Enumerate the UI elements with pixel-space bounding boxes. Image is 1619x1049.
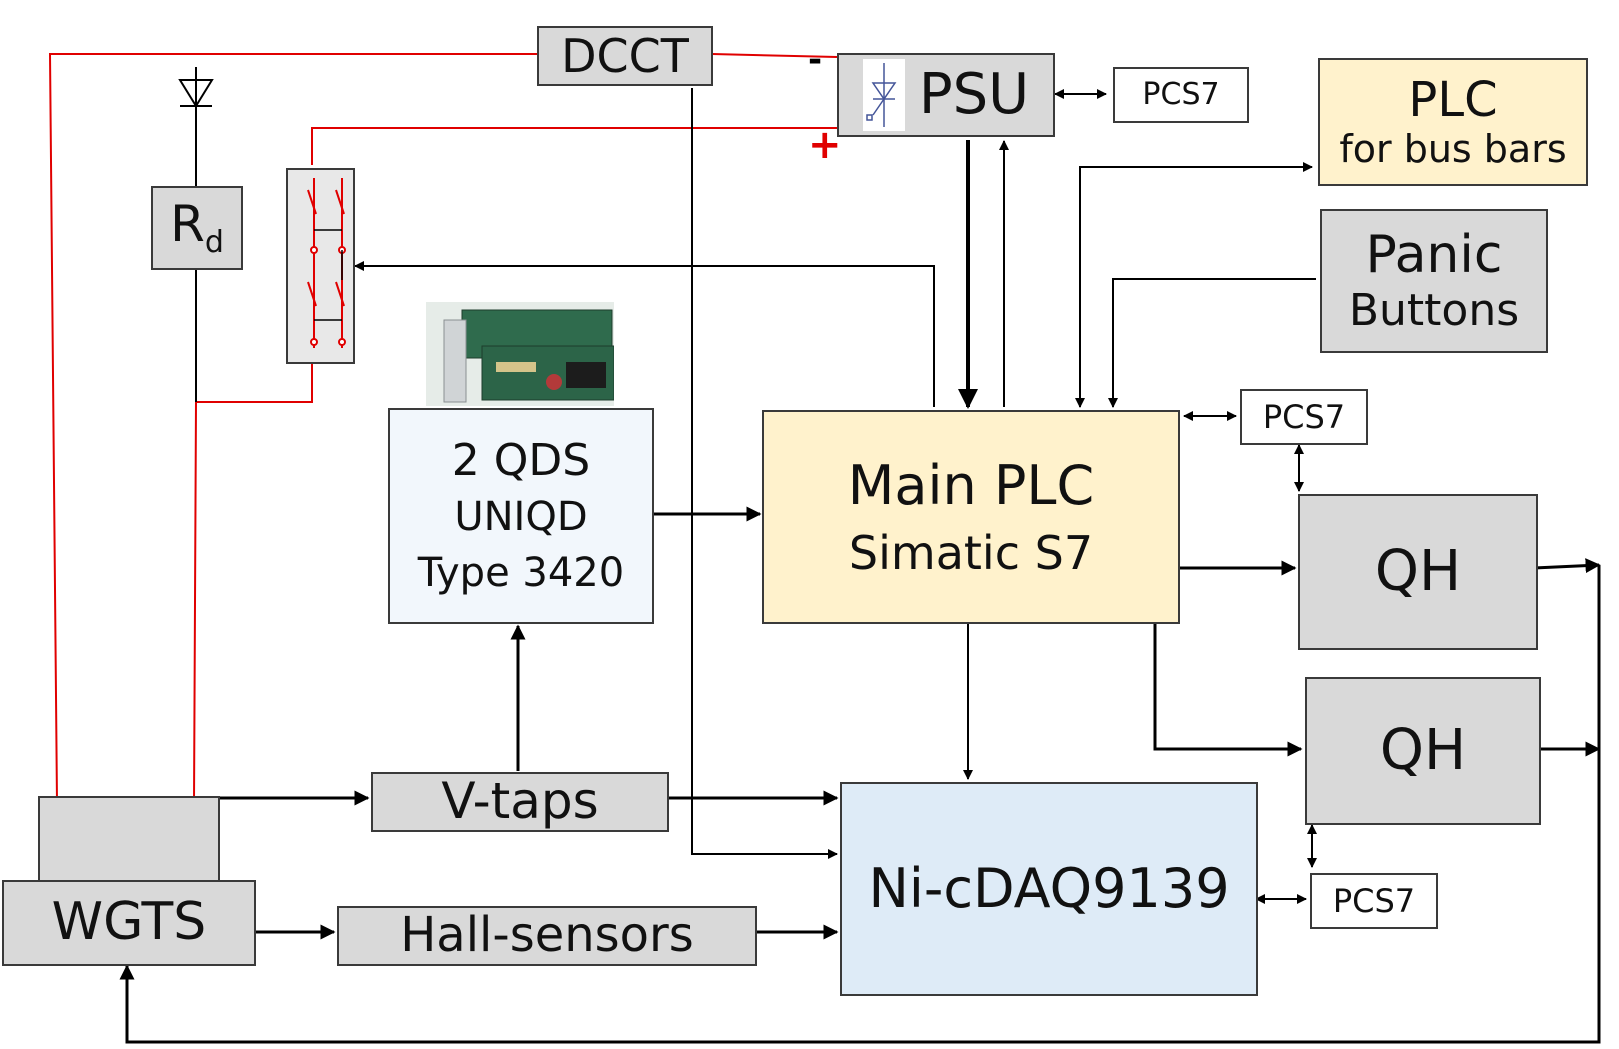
qds-model: UNIQD xyxy=(454,494,588,541)
plc-bus-bars-title: PLC xyxy=(1408,71,1498,128)
pcs7-daq-label: PCS7 xyxy=(1332,881,1416,920)
panic-buttons-block: Panic Buttons xyxy=(1320,209,1548,353)
hall-sensors-label: Hall-sensors xyxy=(400,907,694,964)
main-plc-block: Main PLC Simatic S7 xyxy=(762,410,1180,624)
vtaps-block: V-taps xyxy=(371,772,669,832)
vtaps-label: V-taps xyxy=(441,772,599,831)
dump-resistor-label: Rd xyxy=(170,194,224,261)
qds-device-image xyxy=(426,302,614,406)
wgts-label: WGTS xyxy=(51,892,207,953)
panic-subtitle: Buttons xyxy=(1348,284,1520,336)
thyristor-icon xyxy=(862,59,905,131)
psu-label: PSU xyxy=(918,61,1030,127)
main-plc-title: Main PLC xyxy=(847,453,1095,517)
dcct-to-daq-arrow xyxy=(691,88,838,859)
qds-type: Type 3420 xyxy=(417,550,625,597)
plc-to-switch-arrow xyxy=(354,261,935,407)
dump-resistor-subscript: d xyxy=(204,224,224,260)
dcct-label: DCCT xyxy=(561,28,689,83)
magnet-housing xyxy=(38,796,220,882)
dump-resistor-block: Rd xyxy=(151,186,243,270)
qds-block: 2 QDS UNIQD Type 3420 xyxy=(388,408,654,624)
hall-sensors-block: Hall-sensors xyxy=(337,906,757,966)
power-circuit-lines xyxy=(48,53,838,804)
pcs7-main-plc-block: PCS7 xyxy=(1240,389,1368,445)
pcs7-main-plc-label: PCS7 xyxy=(1262,397,1346,436)
main-plc-subtitle: Simatic S7 xyxy=(848,525,1094,580)
plc-to-qh-bottom-arrow xyxy=(1153,621,1303,757)
psu-block: PSU xyxy=(837,53,1055,137)
psu-plus-to-switch-line xyxy=(311,127,837,165)
dcct-to-magnet-line xyxy=(48,53,543,804)
qh-bottom-block: QH xyxy=(1305,677,1541,825)
plc-bus-bars-block: PLC for bus bars xyxy=(1318,58,1588,186)
dcct-block: DCCT xyxy=(537,26,713,86)
daq-label: Ni-cDAQ9139 xyxy=(868,856,1230,920)
switch-to-magnet-line xyxy=(193,357,313,804)
qh-bottom-label: QH xyxy=(1379,717,1467,783)
breaker-switch-panel xyxy=(286,168,355,364)
qds-title: 2 QDS xyxy=(451,434,591,486)
switch-icon xyxy=(307,178,346,348)
diode-icon xyxy=(178,79,214,108)
panic-title: Panic xyxy=(1365,224,1503,285)
daq-block: Ni-cDAQ9139 xyxy=(840,782,1258,996)
psu-minus-sign: - xyxy=(808,40,823,80)
qh-to-wgts-return-arrow xyxy=(119,565,1601,1044)
qh-top-label: QH xyxy=(1374,538,1462,604)
pcs7-daq-block: PCS7 xyxy=(1310,873,1438,929)
pcs7-psu-label: PCS7 xyxy=(1142,76,1220,112)
plc-bus-bars-subtitle: for bus bars xyxy=(1339,126,1567,171)
panic-to-plc-arrow xyxy=(1108,278,1316,408)
psu-plus-sign: + xyxy=(808,122,842,168)
dcct-to-psu-line xyxy=(711,53,838,58)
qh-top-output-arrow xyxy=(1533,558,1601,574)
dump-resistor-symbol: R xyxy=(170,194,205,253)
pcs7-psu-block: PCS7 xyxy=(1113,67,1249,123)
wgts-block: WGTS xyxy=(2,880,256,966)
qh-top-block: QH xyxy=(1298,494,1538,650)
plc-bus-link xyxy=(1075,162,1313,408)
